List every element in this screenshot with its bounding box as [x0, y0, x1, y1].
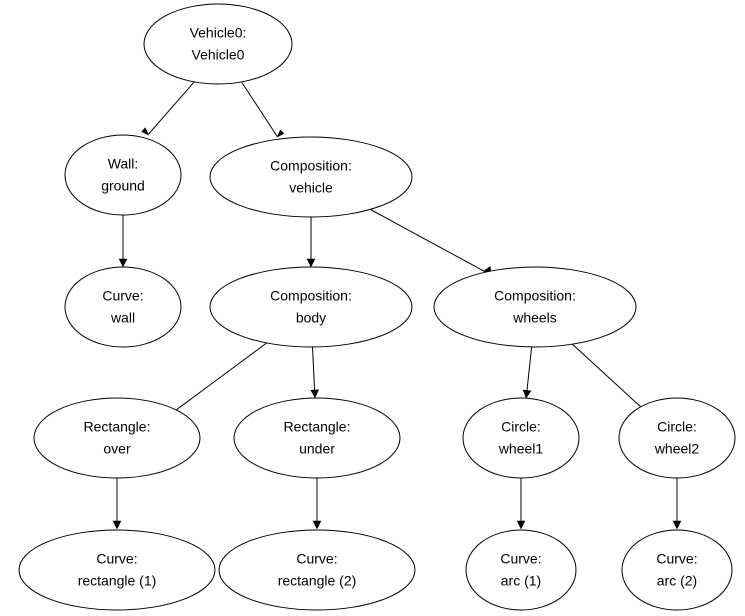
node-label-name: wheel1 [498, 441, 544, 457]
graph-edge [522, 347, 533, 399]
node-label-type: Composition: [270, 158, 352, 174]
node-label-type: Curve: [296, 551, 337, 567]
graph-edge [118, 215, 128, 268]
edge-arrowhead-icon [516, 520, 526, 530]
node-label-type: Curve: [102, 288, 143, 304]
graph-node[interactable]: Curve: wall [64, 266, 182, 348]
node-label-name: under [299, 441, 335, 457]
node-ellipse-shape[interactable] [64, 266, 182, 348]
node-ellipse-shape[interactable] [465, 529, 577, 611]
graph-edge [310, 347, 319, 399]
graph-edge [141, 79, 197, 136]
graph-edge [112, 478, 122, 530]
graph-node[interactable]: Rectangle: under [233, 397, 401, 479]
edge-arrowhead-icon [118, 258, 128, 268]
graph-node[interactable]: Composition: wheels [433, 266, 637, 348]
node-ellipse-shape[interactable] [218, 529, 416, 611]
node-label-type: Curve: [656, 551, 697, 567]
graph-edge [164, 342, 267, 416]
graph-edge [370, 209, 492, 277]
node-ellipse-shape[interactable] [209, 266, 413, 348]
graph-edge [312, 478, 322, 530]
graph-node[interactable]: Curve: arc (1) [465, 529, 577, 611]
edge-line [370, 209, 486, 273]
node-label-name: arc (1) [501, 573, 541, 589]
node-ellipse-shape[interactable] [433, 266, 637, 348]
graph-edge [672, 478, 682, 530]
node-ellipse-shape[interactable] [143, 3, 293, 85]
node-label-name: over [103, 441, 131, 457]
edge-arrowhead-icon [522, 389, 532, 399]
node-label-type: Rectangle: [84, 419, 151, 435]
node-label-name: Vehicle0 [192, 47, 245, 63]
node-label-type: Vehicle0: [190, 25, 247, 41]
node-label-name: arc (2) [657, 573, 697, 589]
node-label-type: Composition: [270, 288, 352, 304]
graph-node[interactable]: Composition: body [209, 266, 413, 348]
graph-node[interactable]: Circle: wheel1 [462, 397, 580, 479]
graph-edge [306, 217, 316, 268]
node-label-type: Rectangle: [284, 419, 351, 435]
graph-node[interactable]: Vehicle0: Vehicle0 [143, 3, 293, 85]
node-ellipse-shape[interactable] [462, 397, 580, 479]
edge-line [569, 341, 644, 410]
node-label-name: rectangle (1) [78, 573, 157, 589]
node-label-name: wall [110, 310, 135, 326]
graph-node[interactable]: Rectangle: over [33, 397, 201, 479]
node-label-name: ground [101, 178, 145, 194]
edge-arrowhead-icon [306, 258, 316, 268]
graph-edge [239, 79, 285, 138]
node-label-name: vehicle [289, 180, 333, 196]
edge-arrowhead-icon [276, 129, 285, 138]
graph-node[interactable]: Circle: wheel2 [618, 397, 736, 479]
node-label-name: rectangle (2) [278, 573, 357, 589]
node-ellipse-shape[interactable] [18, 529, 216, 611]
edge-arrowhead-icon [312, 520, 322, 530]
node-ellipse-shape[interactable] [209, 136, 413, 218]
graph-node[interactable]: Curve: rectangle (2) [218, 529, 416, 611]
graph-node[interactable]: Composition: vehicle [209, 136, 413, 218]
graph-node[interactable]: Wall: ground [64, 134, 182, 216]
nodes-layer: Vehicle0:Vehicle0Wall:groundComposition:… [18, 3, 736, 611]
edge-line [312, 347, 316, 391]
node-label-name: wheels [512, 310, 557, 326]
node-label-name: wheel2 [654, 441, 700, 457]
node-ellipse-shape[interactable] [33, 397, 201, 479]
node-label-type: Composition: [494, 288, 576, 304]
edge-line [239, 79, 278, 137]
edge-arrowhead-icon [672, 520, 682, 530]
graph-node[interactable]: Curve: arc (2) [621, 529, 733, 611]
node-ellipse-shape[interactable] [64, 134, 182, 216]
graph-edge [516, 478, 526, 530]
node-ellipse-shape[interactable] [621, 529, 733, 611]
node-label-type: Curve: [500, 551, 541, 567]
node-ellipse-shape[interactable] [233, 397, 401, 479]
node-label-type: Curve: [96, 551, 137, 567]
node-label-name: body [296, 310, 326, 326]
node-label-type: Circle: [657, 419, 697, 435]
edge-arrowhead-icon [310, 389, 319, 399]
node-ellipse-shape[interactable] [618, 397, 736, 479]
edge-arrowhead-icon [141, 127, 150, 136]
edge-arrowhead-icon [112, 520, 122, 530]
node-label-type: Circle: [501, 419, 541, 435]
edge-line [148, 79, 197, 135]
node-label-type: Wall: [108, 156, 139, 172]
edge-line [526, 347, 533, 391]
graph-edge [569, 341, 650, 414]
graph-node[interactable]: Curve: rectangle (1) [18, 529, 216, 611]
edge-line [170, 342, 267, 415]
